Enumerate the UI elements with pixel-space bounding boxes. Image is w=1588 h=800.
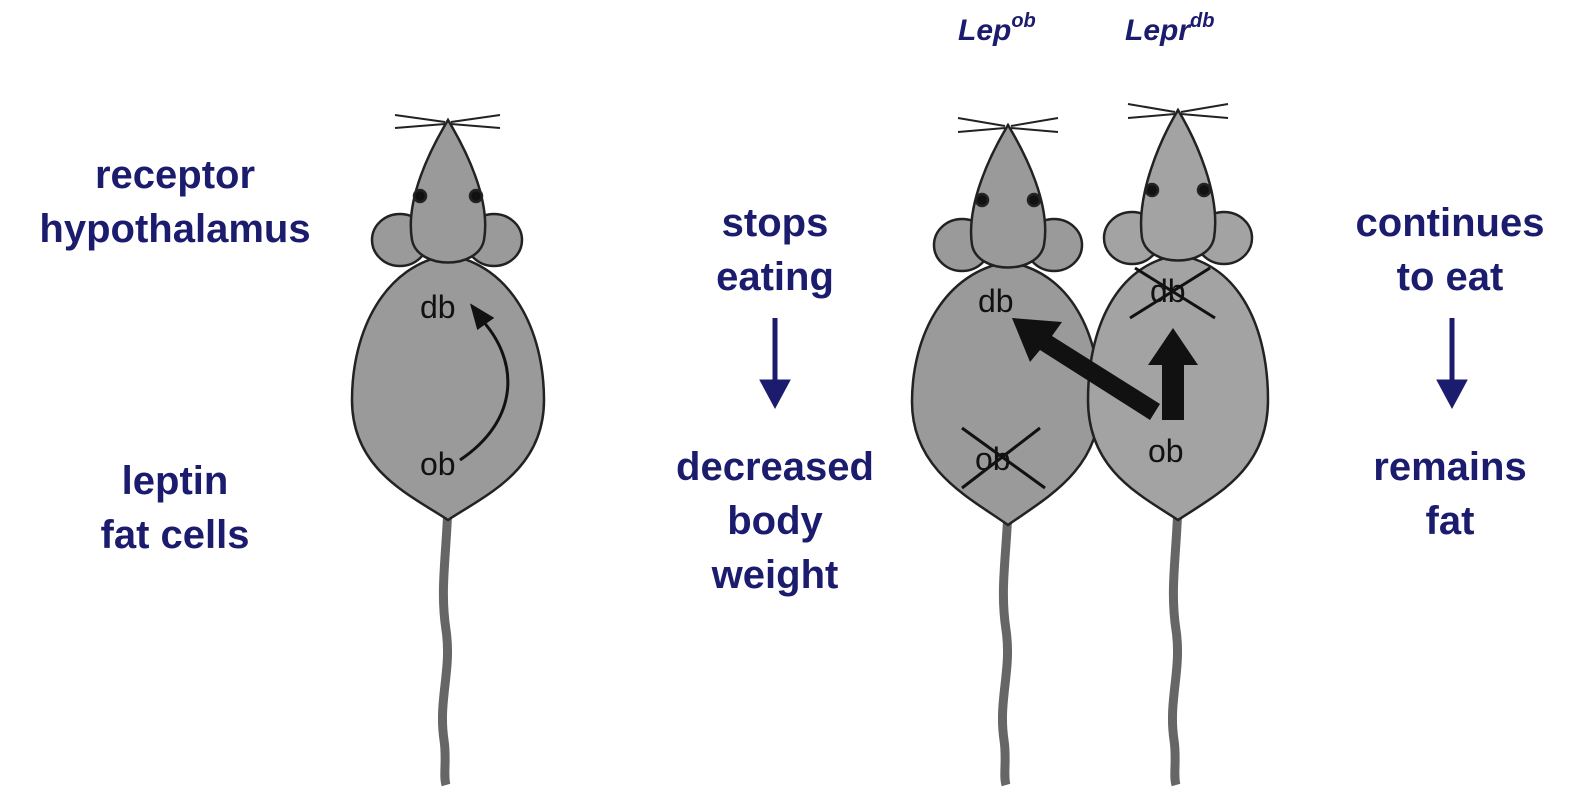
single-mouse-eye-right	[470, 190, 482, 202]
paired-mouse-left-eye-left	[976, 194, 988, 206]
single-mouse-tail	[442, 505, 448, 785]
single-mouse-db: db	[420, 289, 456, 325]
single-mouse-ob: ob	[420, 446, 456, 482]
paired-right-ob: ob	[1148, 433, 1184, 469]
paired-mouse-right-eye-left	[1146, 184, 1158, 196]
paired-mouse-left-eye-right	[1028, 194, 1040, 206]
paired-mouse-left-tail	[1002, 510, 1008, 785]
middle-down-arrow	[760, 318, 790, 408]
right-down-arrow	[1437, 318, 1467, 408]
paired-mouse-right-eye-right	[1198, 184, 1210, 196]
single-mouse-eye-left	[414, 190, 426, 202]
paired-left-db: db	[978, 283, 1014, 319]
paired-mouse-right-tail	[1172, 505, 1178, 785]
